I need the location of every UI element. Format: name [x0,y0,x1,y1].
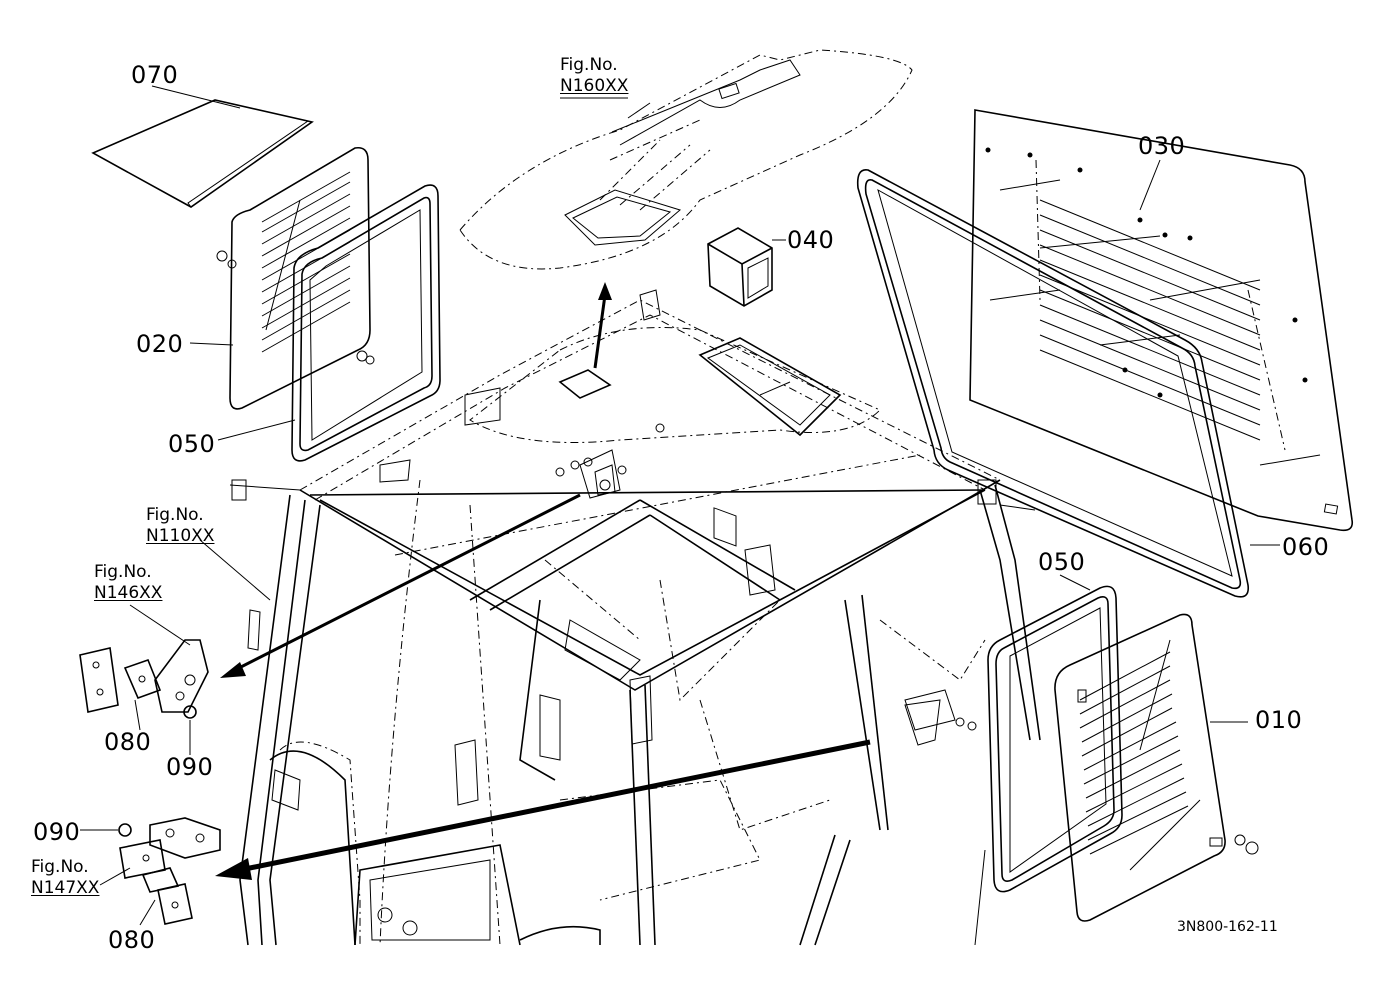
figure-ref-n160-label: Fig.No. [560,55,618,75]
label-part-010: 010 [1255,706,1303,734]
label-part-040: 040 [787,226,835,254]
hinge-n147-assembly [80,817,221,926]
figure-ref-n146[interactable]: Fig.No. N146XX [94,562,162,604]
part-070-sheet [91,85,314,208]
cab-frame [229,289,1041,946]
figure-ref-n146-code[interactable]: N146XX [94,583,163,603]
label-part-030: 030 [1138,132,1186,160]
label-part-060: 060 [1282,533,1330,561]
label-part-090-lower: 090 [33,818,81,846]
label-part-050-left: 050 [168,430,216,458]
part-020-left-window [189,146,375,410]
figure-ref-n147[interactable]: Fig.No. N147XX [31,857,99,899]
label-part-020: 020 [136,330,184,358]
part-030-rear-glass [969,109,1354,532]
label-part-050-right: 050 [1038,548,1086,576]
hatch-arrow [593,282,612,369]
part-040-roof-lamp [707,227,786,547]
figure-ref-n147-label: Fig.No. [31,857,89,877]
label-part-070: 070 [131,61,179,89]
drawing-number: 3N800-162-11 [1177,919,1278,935]
figure-ref-n110[interactable]: Fig.No. N110XX [146,505,214,547]
label-part-080-upper: 080 [104,728,152,756]
part-010-right-window [955,613,1259,922]
label-part-090-upper: 090 [166,753,214,781]
roof-fasteners [555,423,941,746]
figure-ref-n110-code[interactable]: N110XX [146,526,215,546]
label-part-080-lower: 080 [108,926,156,954]
part-050-right-seal [987,574,1123,893]
figure-ref-n110-label: Fig.No. [146,505,204,525]
assembly-arrows [215,493,871,880]
figure-ref-n160-code[interactable]: N160XX [560,76,629,96]
figure-ref-n147-code[interactable]: N147XX [31,878,100,898]
roof-panel [459,49,913,270]
part-050-left-seal [217,184,441,462]
part-060-rear-seal [856,169,1280,598]
hinge-n146-assembly [79,604,209,755]
figure-ref-n160[interactable]: Fig.No. N160XX [560,55,628,97]
figure-ref-n146-label: Fig.No. [94,562,152,582]
